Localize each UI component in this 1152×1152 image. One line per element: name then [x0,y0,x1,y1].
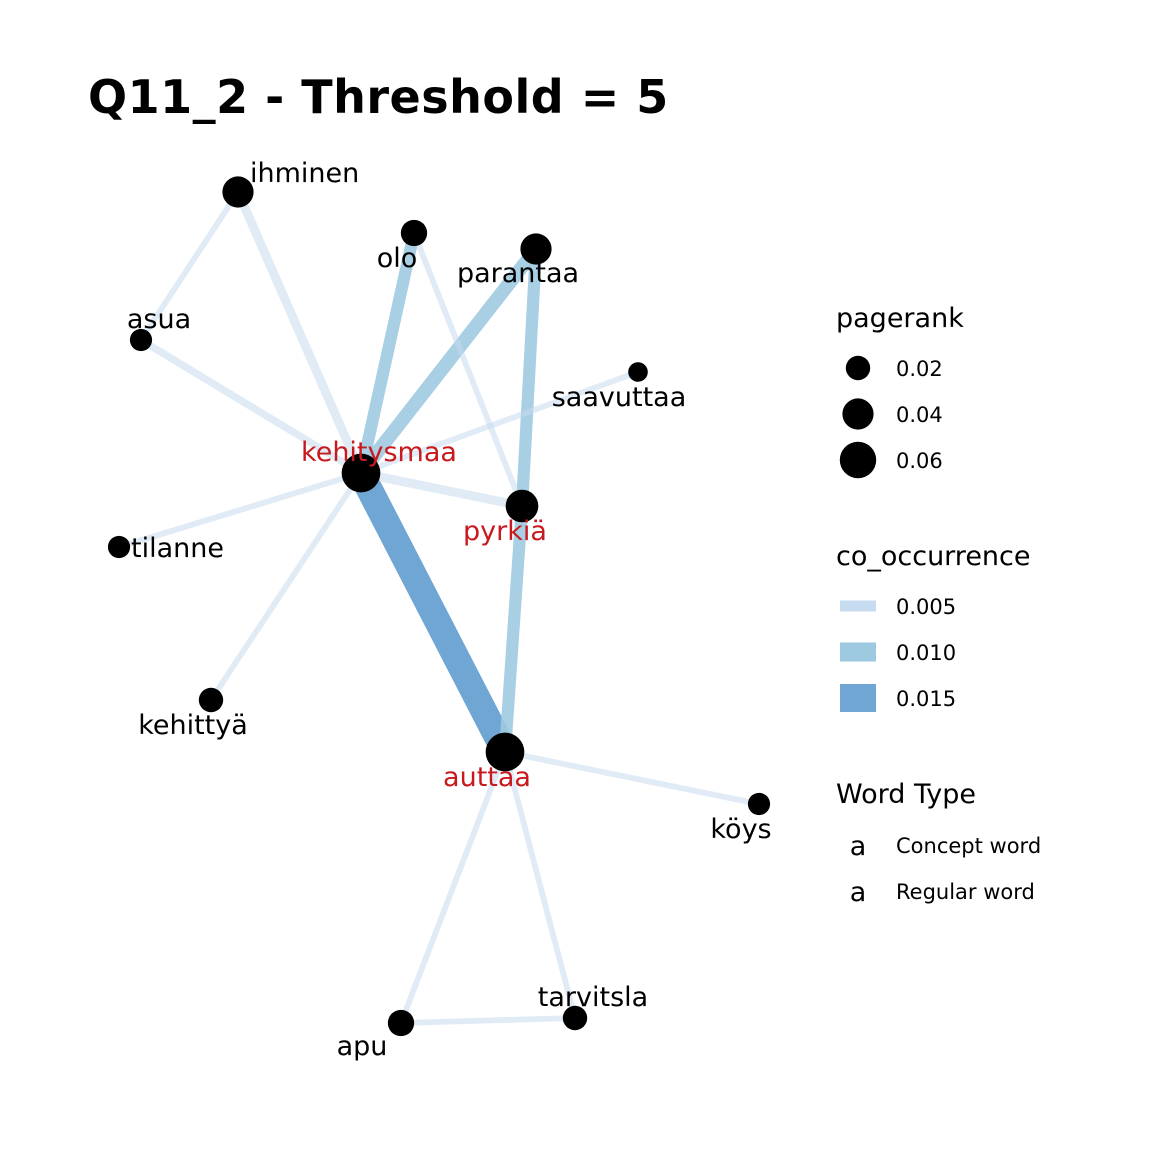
node-tilanne [107,535,131,559]
node-label-kehittya: kehittyä [138,710,248,741]
node-kehittya [198,687,224,713]
node-label-pyrkia: pyrkiä [463,516,547,547]
edge-parantaa-pyrkia [515,248,543,507]
node-label-parantaa: parantaa [457,258,579,289]
edge-ihminen-kehitysmaa [233,190,366,475]
node-label-tarvitsla: tarvitsla [538,982,648,1013]
legend-pagerank-title: pagerank [836,303,964,334]
legend: pagerank 0.02 0.04 0.06 co_occurrence 0.005 0… [836,303,1041,908]
edge-tilanne-kehitysmaa [118,470,362,550]
node-pyrkia [505,489,539,523]
node-auttaa [485,732,525,772]
edge-ihminen-asua [138,190,241,342]
legend-pagerank-key [842,398,874,430]
edge-auttaa-koys [504,749,760,807]
node-label-tilanne: tilanne [131,533,224,564]
node-asua [129,328,153,352]
node-olo [400,219,428,247]
node-koys [747,792,771,816]
labels-layer: ihminen olo parantaa asua saavuttaa kehitysma… [127,158,772,1062]
node-apu [387,1009,415,1037]
legend-co-occurrence-key [840,642,876,662]
node-ihminen [222,176,254,208]
edge-pyrkia-auttaa [498,505,529,753]
legend-word-type-glyph: a [850,831,867,862]
edge-kehitysmaa-auttaa [349,466,517,759]
edge-olo-pyrkia [411,231,525,508]
node-label-ihminen: ihminen [250,158,359,189]
legend-co-occurrence-title: co_occurrence [836,541,1031,572]
node-parantaa [520,233,552,265]
edge-saavuttaa-kehitysmaa [360,369,639,476]
legend-co-occurrence-key [840,684,876,712]
legend-co-occurrence: co_occurrence 0.005 0.010 0.015 [836,541,1031,712]
edges-layer [118,190,760,1026]
legend-co-occurrence-key [840,600,876,612]
legend-pagerank-key [845,355,871,381]
edge-auttaa-tarvitsla [502,751,578,1019]
node-label-kehitysmaa: kehitysmaa [301,437,457,468]
node-label-olo: olo [377,243,418,274]
legend-pagerank-label: 0.04 [896,403,943,427]
edge-parantaa-kehitysmaa [355,244,542,478]
edge-kehitysmaa-pyrkia [360,468,523,511]
legend-pagerank-label: 0.02 [896,357,943,381]
legend-co-occurrence-label: 0.005 [896,595,956,619]
legend-pagerank-key [839,441,877,479]
edge-olo-kehitysmaa [355,231,420,475]
node-saavuttaa [628,362,648,382]
edge-auttaa-apu [398,750,508,1025]
node-label-saavuttaa: saavuttaa [552,382,687,413]
edge-asua-kehitysmaa [139,336,363,477]
edge-apu-tarvitsla [400,1015,576,1026]
node-tarvitsla [562,1005,588,1031]
legend-pagerank-label: 0.06 [896,449,943,473]
legend-word-type-glyph: a [850,877,867,908]
node-kehitysmaa [341,453,381,493]
legend-pagerank: pagerank 0.02 0.04 0.06 [836,303,964,479]
nodes-layer [107,176,771,1037]
legend-co-occurrence-label: 0.010 [896,641,956,665]
node-label-asua: asua [127,304,191,335]
legend-word-type-label: Concept word [896,834,1041,858]
node-label-koys: köys [710,814,771,845]
legend-word-type-label: Regular word [896,880,1035,904]
chart-title: Q11_2 - Threshold = 5 [88,70,669,124]
node-label-auttaa: auttaa [443,762,531,793]
node-label-apu: apu [337,1031,388,1062]
edge-kehittya-kehitysmaa [208,471,364,702]
legend-word-type-title: Word Type [836,779,976,810]
legend-co-occurrence-label: 0.015 [896,687,956,711]
